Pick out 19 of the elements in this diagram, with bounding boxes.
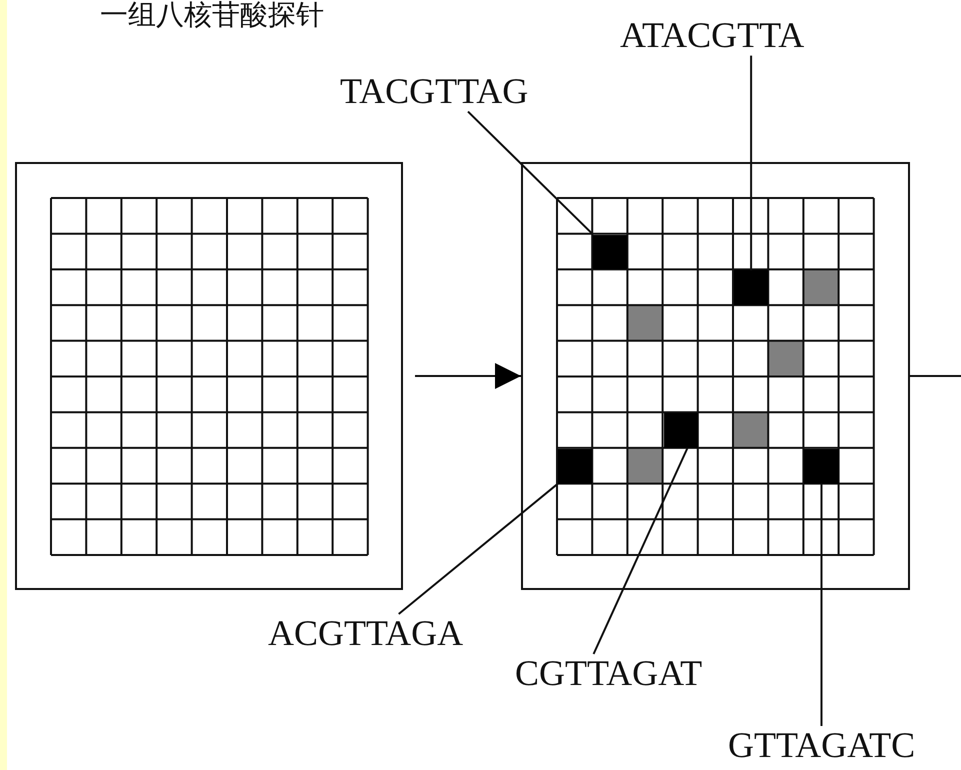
arrow — [415, 363, 521, 389]
hybridized-spot — [804, 448, 839, 484]
array-chip — [15, 162, 403, 590]
hybridized-spot — [734, 270, 768, 306]
hybridized-spot — [558, 448, 592, 484]
array-chip — [521, 162, 910, 590]
leader-line — [750, 56, 752, 270]
caption-text: 一组八核苷酸探针 — [100, 0, 324, 31]
leader-line — [592, 447, 688, 654]
probe-sequence-label: ATACGTTA — [620, 16, 804, 56]
hybridized-spot — [593, 234, 628, 270]
probe-sequence-label: ACGTTAGA — [268, 614, 464, 654]
probe-sequence-label: CGTTAGAT — [515, 654, 702, 694]
leader-line — [467, 110, 594, 236]
probe-sequence-label: TACGTTAG — [340, 72, 528, 112]
hybridized-spot — [664, 413, 698, 448]
probe-sequence-label: GTTAGATC — [728, 726, 916, 766]
leader-line — [398, 482, 559, 615]
leader-line — [820, 484, 822, 726]
